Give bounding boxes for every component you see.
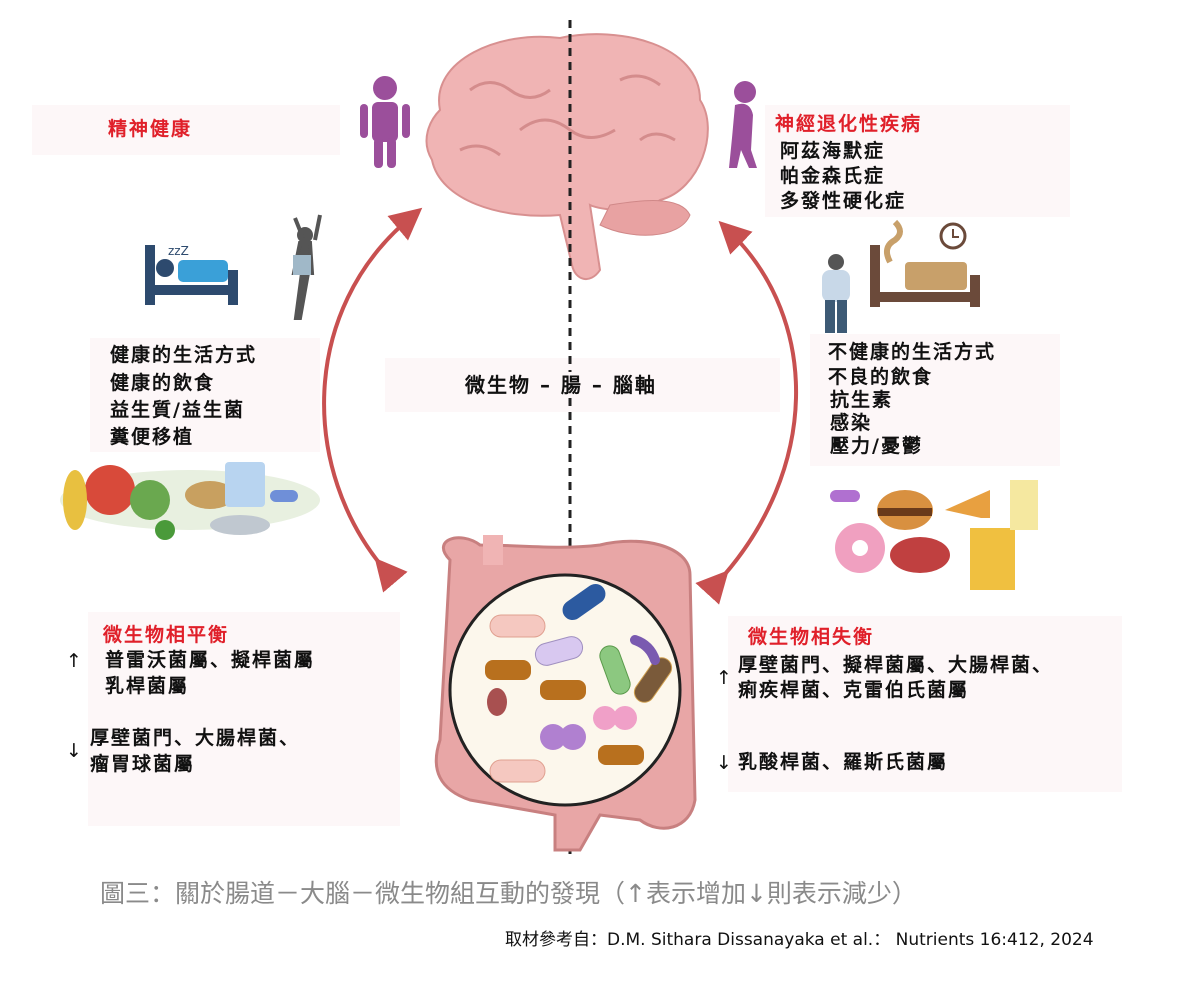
bacterium-icon bbox=[540, 680, 586, 700]
source-citation: 取材參考自：D.M. Sithara Dissanayaka et al.： N… bbox=[505, 930, 1094, 950]
bacterium-icon bbox=[489, 759, 546, 783]
bed-insomnia-icon bbox=[870, 219, 980, 307]
healthy-item: 健康的飲食 bbox=[110, 372, 216, 394]
decrease-arrow: ↓ bbox=[716, 752, 734, 774]
neurodegenerative-box bbox=[765, 105, 1070, 217]
brain-icon bbox=[425, 33, 709, 280]
bacteria-increase: 普雷沃菌屬、擬桿菌屬 bbox=[105, 649, 316, 671]
bacterium-icon bbox=[598, 745, 644, 765]
healthy-item: 糞便移植 bbox=[110, 426, 195, 448]
mental-health-title: 精神健康 bbox=[108, 118, 193, 140]
healthy-item: 健康的生活方式 bbox=[110, 344, 258, 366]
healthy-item: 益生質/益生菌 bbox=[110, 399, 245, 421]
bacteria-decrease: 乳酸桿菌、羅斯氏菌屬 bbox=[738, 751, 949, 773]
bacterium-icon bbox=[489, 614, 546, 638]
increase-arrow: ↑ bbox=[716, 667, 734, 689]
unhealthy-item: 不良的飲食 bbox=[828, 366, 934, 388]
microbiome-circle bbox=[448, 573, 682, 807]
axis-label: 微生物 – 腸 – 腦軸 bbox=[465, 372, 657, 398]
bacterium-icon bbox=[487, 688, 507, 716]
increase-arrow: ↑ bbox=[66, 650, 84, 672]
bacterium-icon bbox=[599, 645, 631, 695]
unhealthy-lifestyle-box bbox=[810, 334, 1060, 466]
bacterium-icon bbox=[562, 583, 606, 621]
eubiosis-title: 微生物相平衡 bbox=[103, 624, 230, 646]
decrease-arrow: ↓ bbox=[66, 740, 84, 762]
bacterium-icon bbox=[485, 660, 531, 680]
unhealthy-food-icon bbox=[830, 480, 1038, 590]
figure-caption: 圖三：關於腸道－大腦－微生物組互動的發現（↑表示增加↓則表示減少） bbox=[100, 879, 917, 908]
dysbiosis-box bbox=[728, 616, 1122, 792]
eubiosis-box bbox=[88, 612, 400, 826]
healthy-food-icon bbox=[60, 462, 320, 540]
bacteria-decrease: 瘤胃球菌屬 bbox=[90, 753, 196, 775]
dysbiosis-title: 微生物相失衡 bbox=[748, 626, 875, 648]
bed-sleep-icon: zzZ bbox=[145, 244, 238, 305]
unhealthy-item: 感染 bbox=[830, 412, 873, 434]
left-bidirectional-arrow bbox=[322, 207, 423, 593]
healthy-lifestyle-box bbox=[90, 338, 320, 452]
neurodegenerative-title: 神經退化性疾病 bbox=[775, 113, 923, 135]
bacteria-increase: 痢疾桿菌、克雷伯氏菌屬 bbox=[738, 679, 970, 701]
overweight-person-icon bbox=[822, 254, 850, 333]
right-bidirectional-arrow bbox=[695, 220, 799, 605]
disease-item: 阿茲海默症 bbox=[780, 140, 886, 162]
bacterium-icon bbox=[633, 657, 673, 703]
unhealthy-item: 不健康的生活方式 bbox=[828, 341, 997, 363]
healthy-person-icon bbox=[360, 76, 410, 168]
ill-person-icon bbox=[729, 81, 757, 168]
unhealthy-item: 抗生素 bbox=[830, 389, 894, 411]
bacteria-decrease: 厚壁菌門、大腸桿菌、 bbox=[90, 727, 301, 749]
bacteria-increase: 乳桿菌屬 bbox=[105, 675, 190, 697]
disease-item: 多發性硬化症 bbox=[780, 190, 907, 212]
disease-item: 帕金森氏症 bbox=[780, 165, 886, 187]
mental-health-box bbox=[32, 105, 340, 155]
exercise-person-icon bbox=[291, 214, 322, 320]
unhealthy-item: 壓力/憂鬱 bbox=[830, 435, 923, 457]
bacterium-icon bbox=[534, 636, 584, 666]
bacteria-increase: 厚壁菌門、擬桿菌屬、大腸桿菌、 bbox=[738, 654, 1054, 676]
svg-text:zzZ: zzZ bbox=[168, 244, 189, 258]
